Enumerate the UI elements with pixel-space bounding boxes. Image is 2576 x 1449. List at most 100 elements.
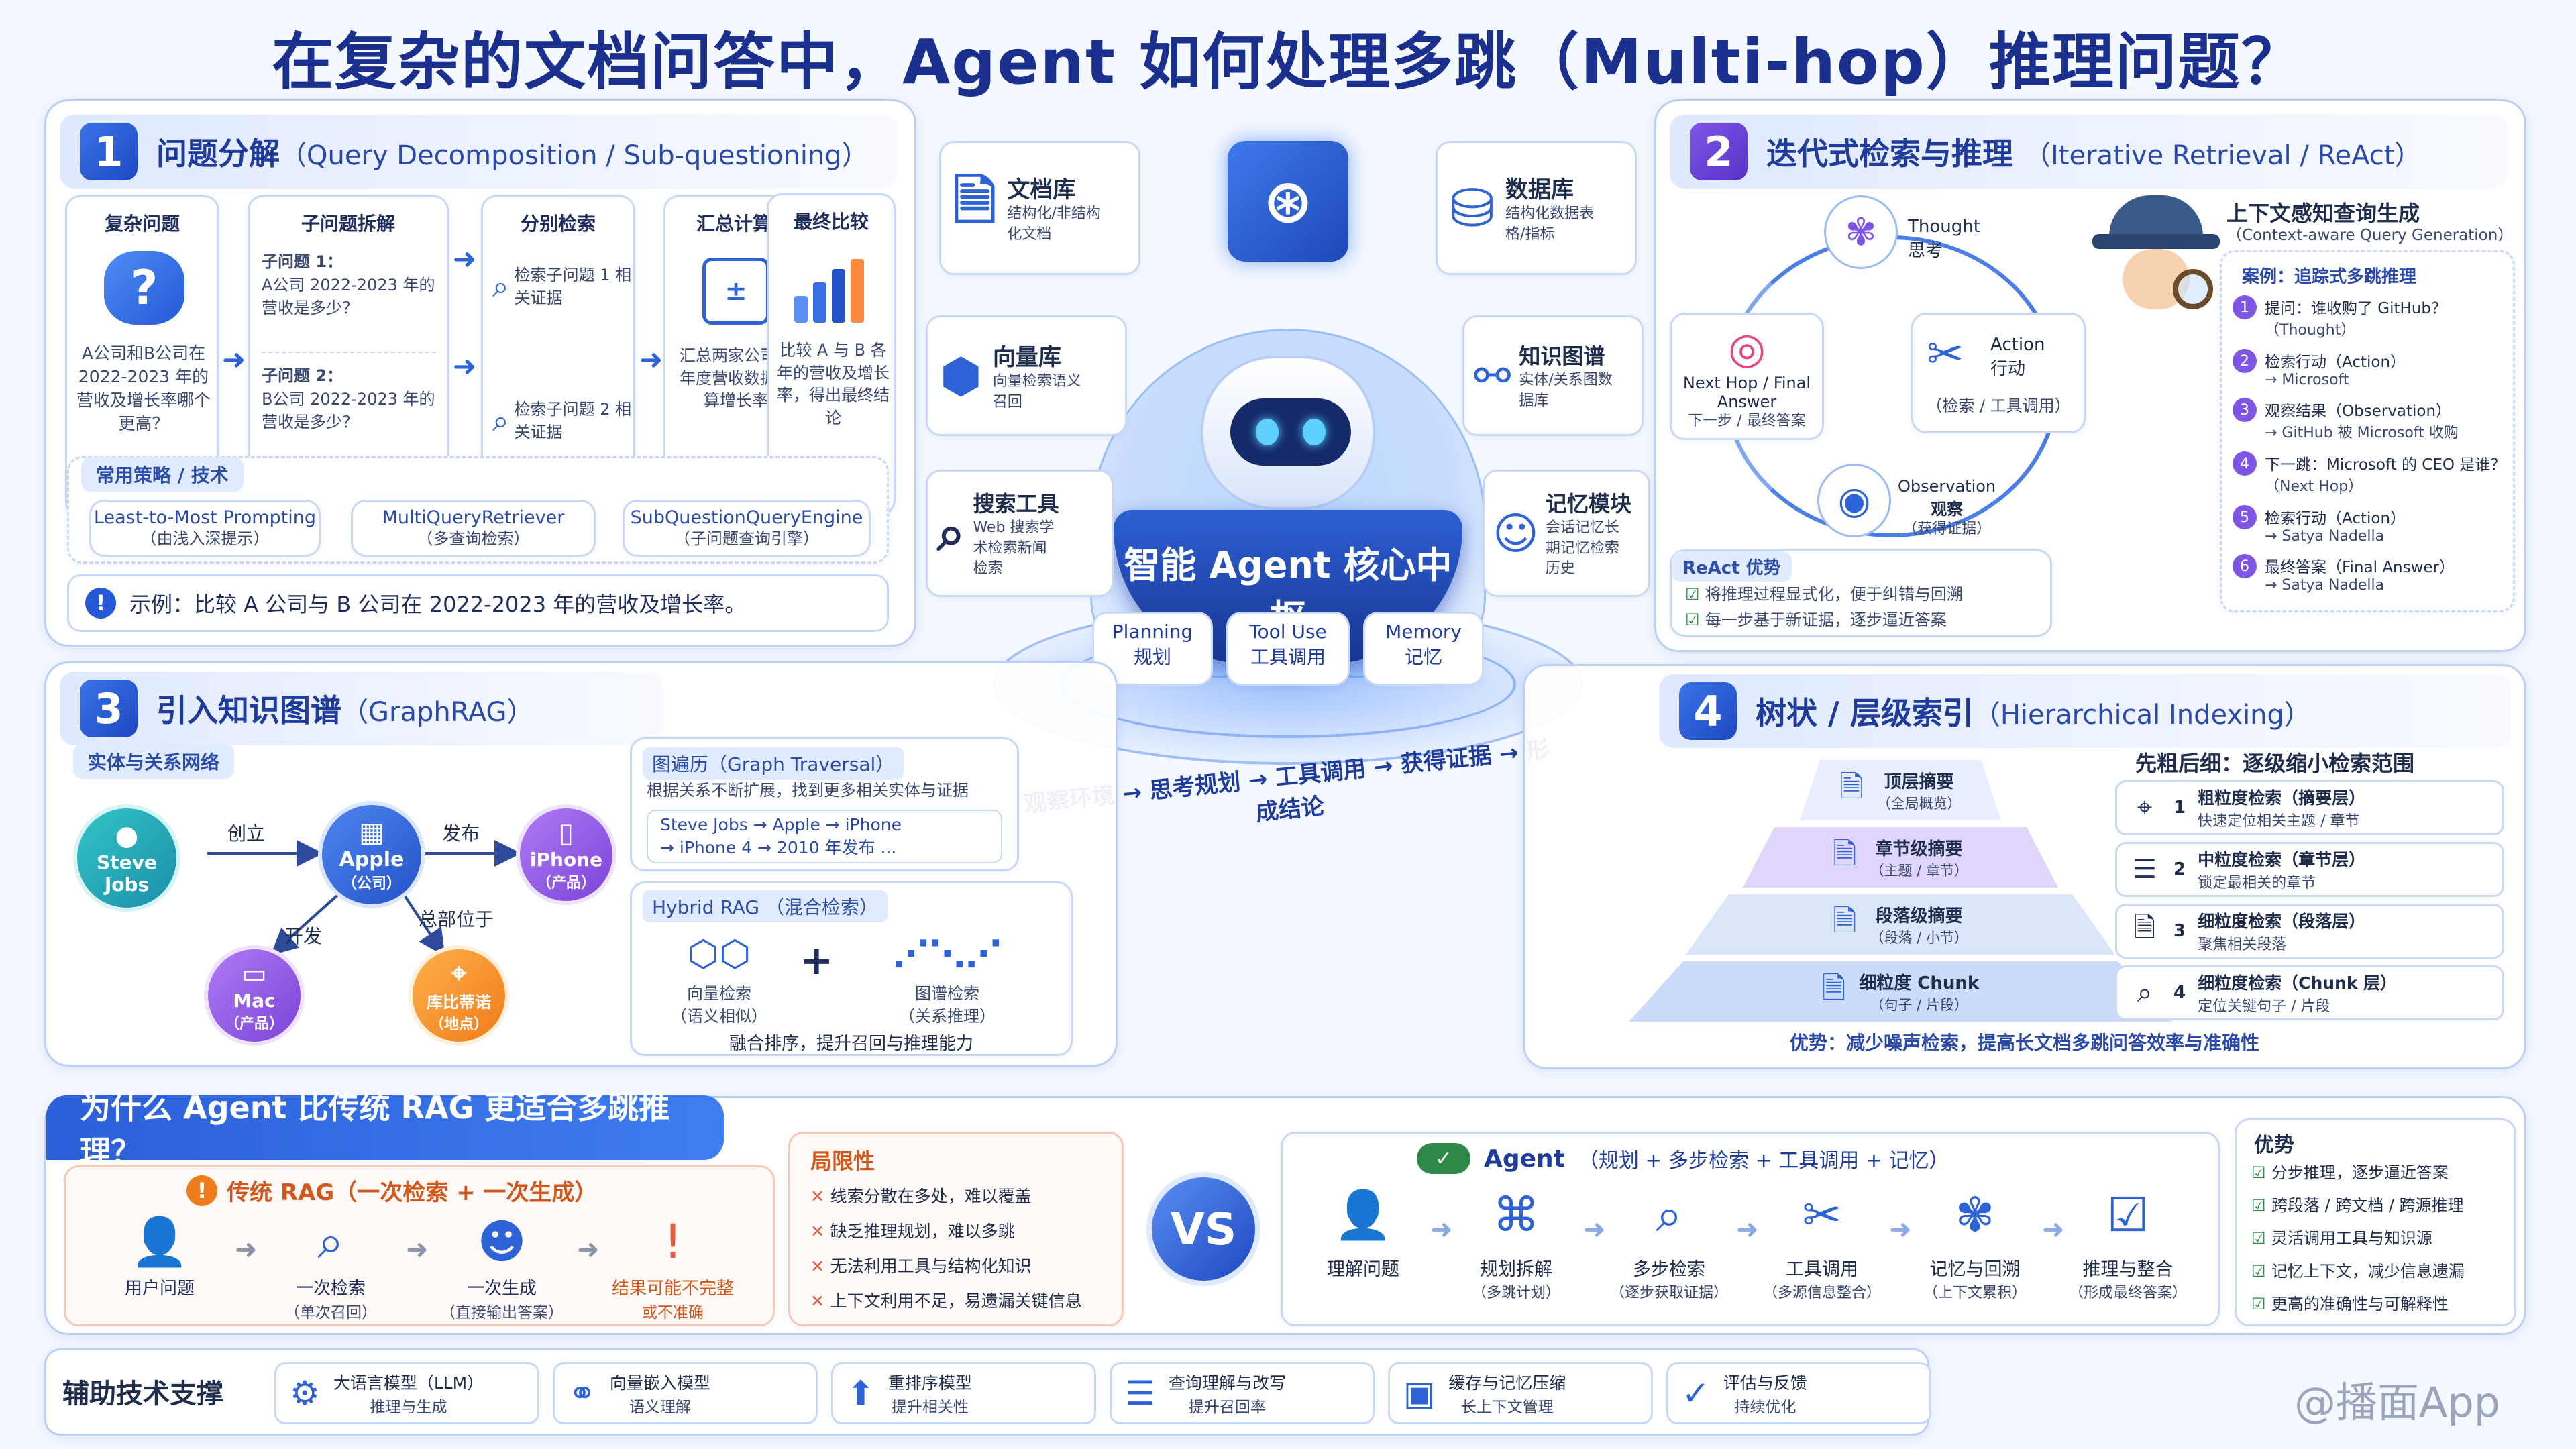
thought-label: Thought	[1908, 217, 1980, 237]
module-desc: 会话记忆长期记忆检索历史	[1545, 519, 1619, 578]
step-number: 3	[2233, 398, 2257, 422]
agent-step: 👤理解问题	[1296, 1187, 1430, 1281]
agent-step-icon: ✂	[1802, 1187, 1842, 1242]
level-title: 顶层摘要	[1884, 771, 1954, 792]
eye-icon: ◉	[1817, 464, 1891, 537]
panel2-title: 迭代式检索与推理	[1766, 136, 2013, 172]
rag-step-icon: 👤	[130, 1214, 189, 1269]
agent-step-sub: （多源信息整合）	[1762, 1285, 1881, 1301]
step-desc: 聚焦相关段落	[2198, 936, 2287, 953]
action-label: Action	[1990, 335, 2045, 355]
node-label: 库比蒂诺	[427, 992, 491, 1012]
cap-cn: 记忆	[1404, 646, 1442, 668]
step-title: 细粒度检索（段落层）	[2198, 912, 2366, 931]
traversal-path: Steve Jobs → Apple → iPhone → iPhone 4 →…	[647, 810, 1002, 863]
step-title: 子问题拆解	[301, 213, 395, 235]
module-desc: Web 搜索学术检索新闻检索	[973, 519, 1055, 578]
knowledge-graph-edges	[207, 840, 521, 957]
rag-step-icon: ⌕	[317, 1214, 344, 1269]
agent-step: ✾记忆与回溯（上下文累积）	[1908, 1187, 2042, 1302]
panel1-number: 1	[80, 123, 138, 180]
node-label: Apple	[339, 847, 405, 871]
tech-support-bar: 辅助技术支撑 ⚙大语言模型（LLM）推理与生成⚭向量嵌入模型语义理解⬆重排序模型…	[44, 1348, 1931, 1436]
step-result: → GitHub 被 Microsoft 收购	[2265, 425, 2459, 441]
cross-icon: ✕	[810, 1291, 830, 1311]
rag-step-icon: !	[663, 1214, 683, 1269]
cross-icon: ✕	[810, 1222, 830, 1241]
step-text: 检索行动（Action）	[2265, 354, 2406, 371]
agent-step-icon: ⌘	[1493, 1187, 1540, 1242]
rag-step: !结果可能不完整或不准确	[599, 1214, 747, 1322]
tools-icon: ✂	[1927, 328, 1964, 380]
panel3-subtitle: （GraphRAG）	[341, 697, 534, 728]
step-text-wrap: 中粒度检索（章节层）锁定最相关的章节	[2198, 847, 2365, 892]
agent-step: ☑推理与整合（形成最终答案）	[2061, 1187, 2195, 1302]
traversal-desc: 根据关系不断扩展，找到更多相关实体与证据	[647, 781, 969, 800]
tech-title: 评估与反馈	[1723, 1373, 1807, 1393]
level-text: 细粒度 Chunk（句子 / 片段）	[1859, 969, 1979, 1014]
step-title: 分别检索	[520, 213, 596, 235]
module-name: 搜索工具	[973, 490, 1059, 517]
step-number: 4	[2233, 451, 2257, 476]
calculator-icon: ±	[702, 258, 769, 325]
node-cupertino: ⌖库比蒂诺（地点）	[409, 945, 509, 1046]
doc-icon: 🗎	[1833, 837, 1857, 871]
tech-desc: 长上下文管理	[1460, 1399, 1554, 1416]
panel4-subtitle: （Hierarchical Indexing）	[1973, 700, 2311, 731]
step-title: 粗粒度检索（摘要层）	[2198, 788, 2366, 808]
agent-adv-item: ☑ 分步推理，逐步逼近答案	[2251, 1159, 2465, 1183]
level-icon: 🗎	[2133, 912, 2156, 943]
panel2-subtitle: （Iterative Retrieval / ReAct）	[2024, 140, 2422, 171]
module-name: 知识图谱	[1519, 343, 1605, 370]
cap-cn: 工具调用	[1250, 646, 1326, 668]
step-desc: 快速定位相关主题 / 章节	[2198, 813, 2360, 830]
step-text-wrap: 最终答案（Final Answer）→ Satya Nadella	[2265, 554, 2455, 594]
step-number: 2	[2174, 859, 2186, 879]
limitation-text: 线索分散在多处，难以覆盖	[830, 1187, 1032, 1206]
arrow-right-icon: ➜	[2042, 1214, 2065, 1245]
rag-step: ⌕一次检索（单次召回）	[257, 1214, 405, 1322]
level-sub: （全局概览）	[1876, 795, 1962, 812]
level-icon: ☰	[2133, 854, 2157, 885]
check-icon: ☑	[2251, 1196, 2271, 1215]
level-title: 细粒度 Chunk	[1859, 973, 1980, 994]
tech-item: ▣缓存与记忆压缩长上下文管理	[1388, 1362, 1653, 1424]
entity-network-label: 实体与关系网络	[73, 744, 235, 779]
agent-step-icon: ✾	[1955, 1187, 1995, 1242]
panel4-number: 4	[1679, 682, 1737, 740]
arrow-right-icon: ➜	[1736, 1214, 1759, 1245]
info-icon: !	[85, 588, 116, 619]
strategies-box: 常用策略 / 技术 Least-to-Most Prompting （由浅入深提…	[67, 456, 889, 564]
arrow-right-icon: ➜	[1430, 1214, 1453, 1245]
step-desc: 定位关键句子 / 片段	[2198, 998, 2330, 1015]
person-icon: ●	[115, 820, 139, 851]
tech-desc: 提升相关性	[891, 1399, 969, 1416]
cap-en: Planning	[1112, 621, 1193, 643]
graph-label: 图谱检索	[915, 984, 979, 1003]
node-label: iPhone	[529, 848, 603, 871]
rag-step-title: 结果可能不完整	[611, 1279, 734, 1299]
watermark: @播面App	[2294, 1378, 2501, 1427]
limitation-item: ✕ 线索分散在多处，难以覆盖	[810, 1183, 1082, 1208]
agent-step-icon: 👤	[1334, 1187, 1393, 1242]
hybrid-sub: （混合检索）	[765, 896, 878, 918]
hier-advantage: 优势：减少噪声检索，提高长文档多跳问答效率与准确性	[1789, 1032, 2259, 1054]
limitation-item: ✕ 缺乏推理规划，难以多跳	[810, 1218, 1082, 1242]
edge-founded: 创立	[227, 822, 266, 845]
retrieve-1-text: 检索子问题 1 相关证据	[514, 266, 632, 307]
doc-icon: 🗎	[1821, 971, 1846, 1006]
action-sub: （检索 / 工具调用）	[1926, 396, 2071, 415]
tech-text-wrap: 缓存与记忆压缩长上下文管理	[1448, 1370, 1566, 1417]
doc-icon: 🗎	[1833, 904, 1857, 938]
tech-text-wrap: 查询理解与改写提升召回率	[1169, 1370, 1286, 1417]
arrow-right-icon: ➜	[1889, 1214, 1912, 1245]
tech-item: ⚭向量嵌入模型语义理解	[553, 1362, 818, 1424]
strategy-name: MultiQueryRetriever	[382, 507, 565, 528]
arrow-right-icon: ➜	[222, 343, 246, 376]
brain-chip-icon: ⊛	[1228, 141, 1348, 262]
adv-text: 跨段落 / 跨文档 / 跨源推理	[2271, 1196, 2464, 1215]
step-text-wrap: 细粒度检索（Chunk 层）定位关键句子 / 片段	[2198, 970, 2397, 1016]
